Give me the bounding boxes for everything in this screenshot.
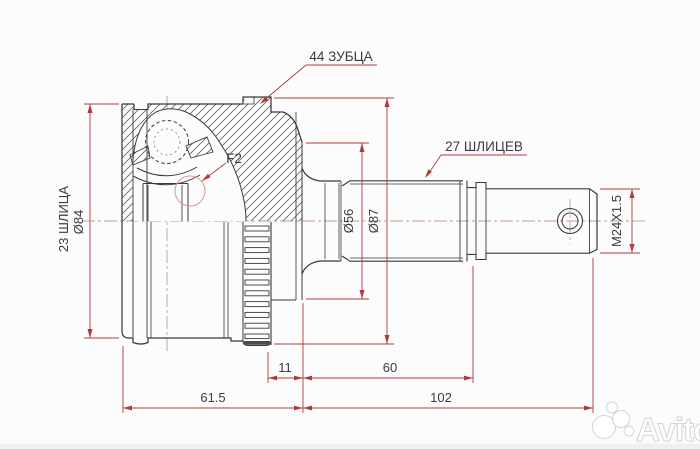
- dim-11: 11: [278, 360, 292, 375]
- avito-watermark: Avito: [592, 401, 700, 449]
- label-f2: F2: [226, 151, 242, 166]
- abs-ring-teeth: [242, 222, 272, 347]
- dim-61-5: 61.5: [200, 390, 225, 405]
- avito-logo-icon: [592, 401, 635, 439]
- f2-grease-circle: [174, 175, 206, 207]
- label-27-splines: 27 ШЛИЦЕВ: [445, 139, 523, 154]
- threaded-end: [486, 188, 598, 254]
- label-dia-84: Ø84: [71, 210, 86, 235]
- housing-section: [122, 97, 302, 222]
- annotations: 44 ЗУБЦА 27 ШЛИЦЕВ F2 23 ШЛИЦА Ø84 Ø56 Ø…: [56, 49, 624, 405]
- label-dia-87: Ø87: [366, 209, 381, 234]
- dim-60: 60: [383, 360, 397, 375]
- spline-shaft: [301, 167, 487, 275]
- label-23-splines: 23 ШЛИЦА: [56, 186, 71, 252]
- ball-icon: [145, 120, 189, 164]
- ball-and-cage: [129, 120, 214, 221]
- watermark-text: Avito: [636, 411, 700, 448]
- bottom-strip: [0, 443, 700, 449]
- label-thread-m24: M24X1.5: [609, 195, 624, 247]
- dim-102: 102: [430, 390, 452, 405]
- cross-hole-icon: [556, 207, 584, 235]
- label-44-teeth: 44 ЗУБЦА: [309, 49, 372, 64]
- label-dia-56: Ø56: [341, 209, 356, 234]
- dimension-arrows: [87, 96, 635, 411]
